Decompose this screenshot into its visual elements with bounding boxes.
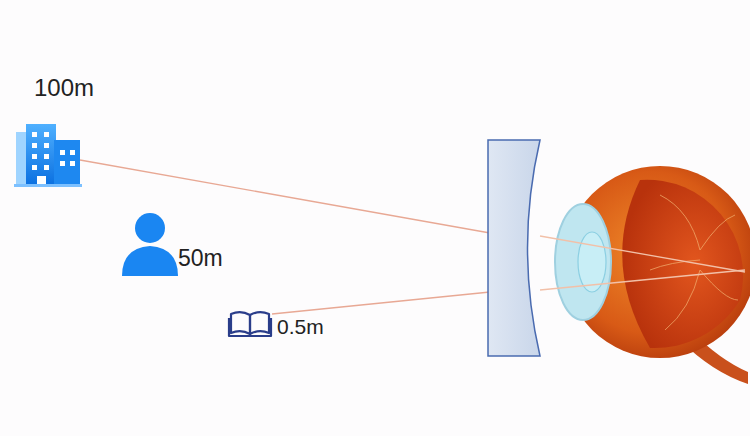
eyeball [555,166,750,384]
building-icon [14,124,82,187]
distance-label: 50m [178,247,223,270]
light-ray [80,160,490,314]
refracted-ray [540,236,745,290]
book-icon [229,312,271,336]
concave-lens [488,140,540,356]
distance-label: 0.5m [277,316,324,337]
person-icon [122,213,178,276]
distance-label: 100m [34,76,94,100]
